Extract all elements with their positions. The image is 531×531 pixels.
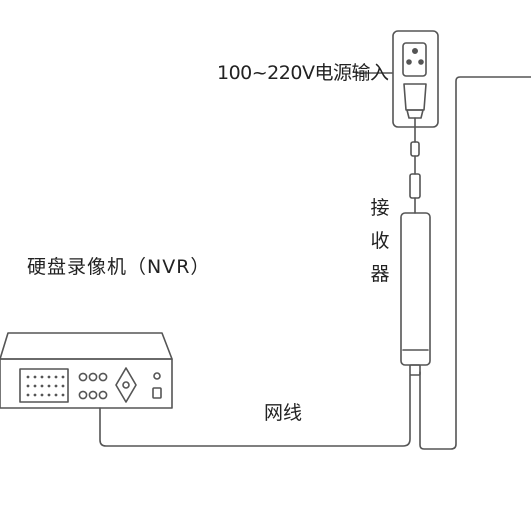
- power-input-label: 100~220V电源输入: [217, 62, 389, 84]
- receiver-label-char: 接: [370, 197, 390, 219]
- receiver-label: 接 收 器: [368, 192, 392, 291]
- receiver-label-char: 器: [370, 263, 390, 285]
- receiver-device: [400, 212, 431, 376]
- network-cable-label: 网线: [264, 402, 303, 424]
- output-cable: [419, 76, 531, 450]
- receiver-label-char: 收: [370, 230, 390, 252]
- nvr-label: 硬盘录像机（NVR）: [27, 256, 211, 278]
- power-outlet-icon: [392, 30, 439, 128]
- nvr-recorder-device: [0, 332, 173, 409]
- network-cable: [99, 374, 411, 447]
- power-cord: [409, 117, 421, 214]
